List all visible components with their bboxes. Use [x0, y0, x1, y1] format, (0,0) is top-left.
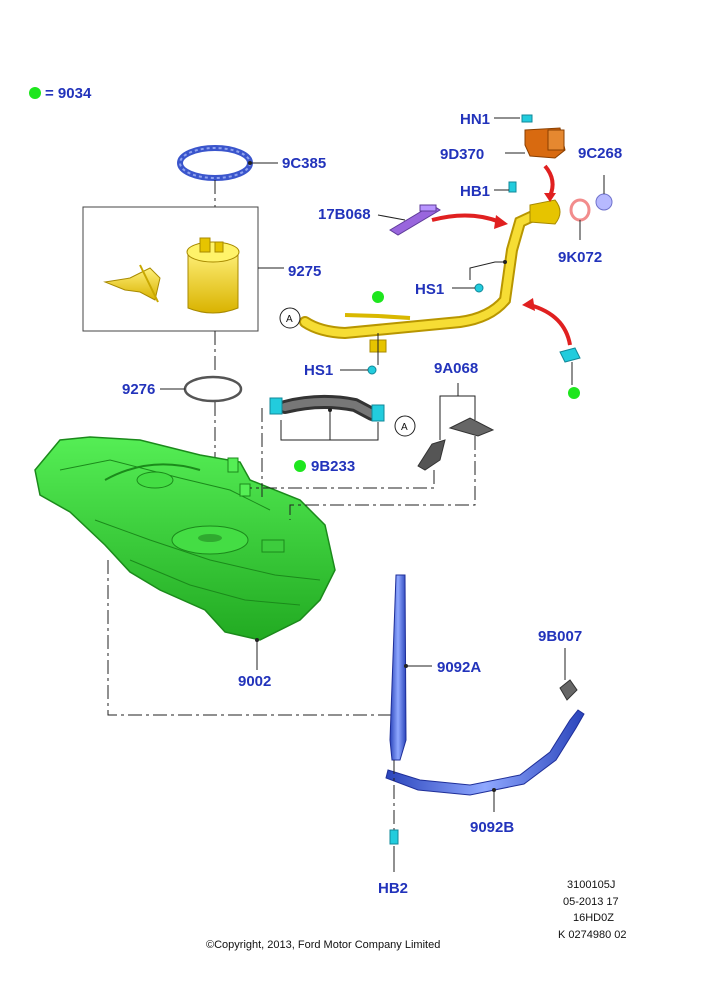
- label-hn1: HN1: [460, 111, 490, 128]
- label-9b007: 9B007: [538, 628, 582, 645]
- connector-a-2-text: A: [401, 422, 408, 433]
- strap-9092a: [389, 574, 432, 761]
- reference-block: 3100105J 05-2013 17 16HD0Z K 0274980 02: [558, 879, 627, 941]
- label-9d370: 9D370: [440, 146, 484, 163]
- filler-pipe: [299, 199, 561, 353]
- hs1-top-clip: [452, 260, 507, 293]
- green-marker-2: [568, 387, 580, 399]
- label-9002: 9002: [238, 673, 271, 690]
- filler-clip-right: [559, 347, 581, 399]
- hose-9b233: [269, 394, 385, 441]
- hb2-bolt: [389, 760, 399, 872]
- label-17b068: 17B068: [318, 206, 371, 223]
- o-ring-9276: [160, 375, 243, 403]
- heat-shields-9a068: [417, 383, 495, 471]
- fuel-cap-9c268: [595, 175, 613, 211]
- canister-9d370: [505, 127, 566, 159]
- copyright-text: ©Copyright, 2013, Ford Motor Company Lim…: [206, 939, 440, 951]
- label-9275: 9275: [288, 263, 321, 280]
- red-arrows: [431, 164, 572, 346]
- bracket-9b007: [559, 648, 578, 701]
- hn1-clip: [494, 114, 533, 123]
- label-hb2: HB2: [378, 880, 408, 897]
- pump-module-9275: [82, 206, 284, 332]
- connector-a-1-text: A: [286, 314, 293, 325]
- legend-text: = 9034: [45, 85, 92, 102]
- fuel-tank-9002: [34, 436, 336, 670]
- label-hs1-mid: HS1: [304, 362, 333, 379]
- hs1-mid-clip: [340, 333, 379, 375]
- connector-mark-a-1: A: [279, 307, 301, 329]
- reference-line-2: 05-2013 17: [563, 896, 619, 908]
- label-9092b: 9092B: [470, 819, 514, 836]
- reference-line-3: 16HD0Z: [573, 912, 614, 924]
- green-marker-3: [294, 460, 306, 472]
- legend-green-dot-icon: [29, 87, 41, 99]
- label-hs1-top: HS1: [415, 281, 444, 298]
- hb1-bolt: [494, 181, 517, 193]
- label-9c268: 9C268: [578, 145, 622, 162]
- reference-line-4: K 0274980 02: [558, 929, 627, 941]
- seal-ring-9c385: [177, 145, 278, 181]
- label-9b233: 9B233: [311, 458, 355, 475]
- label-9c385: 9C385: [282, 155, 326, 172]
- green-marker-1: [372, 291, 384, 303]
- label-9092a: 9092A: [437, 659, 481, 676]
- part-17b068: [377, 204, 441, 236]
- connector-mark-a-2: A: [394, 415, 416, 437]
- strap-9092b: [385, 709, 585, 812]
- legend: = 9034: [29, 85, 92, 102]
- seal-9k072: [569, 198, 591, 240]
- label-9k072: 9K072: [558, 249, 602, 266]
- label-hb1: HB1: [460, 183, 490, 200]
- label-9a068: 9A068: [434, 360, 478, 377]
- label-9276: 9276: [122, 381, 155, 398]
- reference-line-1: 3100105J: [567, 879, 615, 891]
